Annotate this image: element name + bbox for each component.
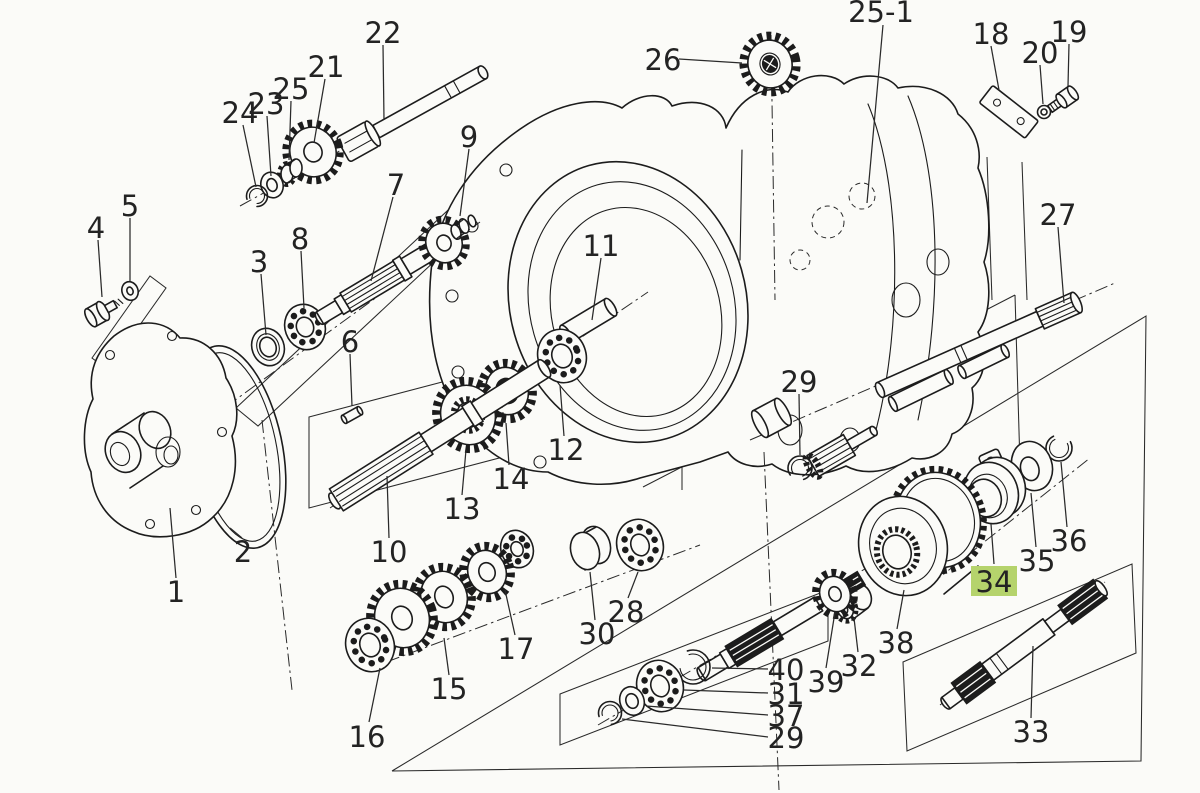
part-bearing-31 [635, 659, 685, 713]
callout-28[interactable]: 28 [608, 595, 645, 629]
callout-24[interactable]: 24 [222, 96, 259, 130]
part-snap-ring-24 [245, 184, 269, 208]
callout-9[interactable]: 9 [460, 120, 478, 154]
callout-2[interactable]: 2 [234, 535, 252, 569]
callout-14[interactable]: 14 [493, 462, 530, 496]
callout-26[interactable]: 26 [645, 43, 682, 77]
callout-22[interactable]: 22 [365, 16, 402, 50]
part-splined-stub [802, 425, 879, 480]
callout-labels: 1 2 3 4 5 6 7 8 9 10 11 12 13 14 15 16 1… [87, 0, 1088, 755]
transmission-case [428, 74, 990, 486]
callout-16[interactable]: 16 [349, 720, 386, 754]
part-gear-26 [739, 31, 801, 97]
part-washer-20 [1036, 104, 1052, 120]
callout-17[interactable]: 17 [498, 632, 535, 666]
part-cap-30 [569, 525, 612, 571]
callout-5[interactable]: 5 [121, 189, 139, 223]
case-opening-bore [527, 181, 737, 431]
part-main-shaft-10 [328, 358, 552, 512]
part-gear-17 [459, 541, 515, 603]
callout-11[interactable]: 11 [583, 229, 620, 263]
callout-29b[interactable]: 29 [768, 721, 805, 755]
part-case-boss [750, 397, 793, 439]
part-seal-3 [250, 327, 286, 367]
part-bolt-19 [1046, 85, 1080, 114]
callout-29a[interactable]: 29 [781, 365, 818, 399]
part-shaft-22 [336, 65, 489, 162]
part-snap-ring-40 [675, 649, 711, 685]
panel-output-shaft-group [902, 563, 1137, 752]
leader-lines [97, 24, 1070, 738]
callout-20[interactable]: 20 [1022, 36, 1059, 70]
part-output-shaft-33 [940, 578, 1109, 710]
part-shift-rail-b [957, 343, 1011, 380]
callout-1[interactable]: 1 [167, 575, 185, 609]
part-bearing-28 [615, 518, 665, 572]
callout-12[interactable]: 12 [548, 433, 585, 467]
callout-3[interactable]: 3 [250, 245, 268, 279]
part-clutch-drum-38 [857, 465, 987, 597]
part-snap-ring-29a [787, 455, 813, 481]
part-spline-hub-25 [277, 158, 303, 187]
callout-15[interactable]: 15 [431, 672, 468, 706]
callout-4[interactable]: 4 [87, 211, 105, 245]
callout-21[interactable]: 21 [308, 50, 345, 84]
callout-39[interactable]: 39 [808, 665, 845, 699]
callout-30[interactable]: 30 [579, 617, 616, 651]
part-input-shaft-7 [314, 243, 436, 326]
callout-13[interactable]: 13 [444, 492, 481, 526]
callout-37[interactable]: 37 [768, 699, 805, 733]
part-bolt-4 [83, 298, 124, 328]
callout-18[interactable]: 18 [973, 17, 1010, 51]
part-gear-39-head [812, 568, 858, 620]
part-shift-rail-a [887, 368, 954, 413]
callout-27[interactable]: 27 [1040, 198, 1077, 232]
callout-7[interactable]: 7 [387, 168, 405, 202]
highlight-box-34[interactable] [971, 566, 1017, 596]
callout-8[interactable]: 8 [291, 222, 309, 256]
callout-35[interactable]: 35 [1019, 544, 1056, 578]
panel-lower-right-group [391, 315, 1147, 772]
part-washer-37 [618, 685, 646, 717]
callout-31[interactable]: 31 [768, 677, 805, 711]
part-snap-ring-36 [1045, 434, 1073, 462]
case-outline [428, 74, 990, 486]
callout-25-1[interactable]: 25-1 [848, 0, 914, 29]
part-shaft-27 [874, 291, 1083, 399]
callout-25[interactable]: 25 [273, 72, 310, 106]
part-snap-ring-29b [597, 700, 623, 726]
callout-40[interactable]: 40 [768, 653, 805, 687]
panel-pto-bearing-group [559, 589, 829, 746]
part-washer-5 [121, 280, 139, 302]
callout-19[interactable]: 19 [1051, 15, 1088, 49]
callout-23[interactable]: 23 [248, 87, 285, 121]
callout-38[interactable]: 38 [878, 626, 915, 660]
part-pin-6 [340, 405, 364, 425]
part-front-cover-1 [83, 322, 238, 538]
callout-10[interactable]: 10 [371, 535, 408, 569]
case-rib [739, 149, 743, 261]
part-gear-on-shaft-7 [418, 215, 470, 271]
part-bearing-16 [344, 617, 396, 673]
callout-6[interactable]: 6 [341, 325, 359, 359]
case-opening-rim [507, 160, 749, 444]
panel-edge [1021, 161, 1028, 301]
callout-34-highlighted[interactable]: 34 [976, 565, 1013, 599]
part-pto-shaft-39 [696, 570, 867, 682]
callout-33[interactable]: 33 [1013, 715, 1050, 749]
callout-32[interactable]: 32 [841, 649, 878, 683]
part-shaft-nut-9 [450, 214, 477, 241]
part-plate-18 [979, 85, 1039, 139]
callout-36[interactable]: 36 [1051, 524, 1088, 558]
